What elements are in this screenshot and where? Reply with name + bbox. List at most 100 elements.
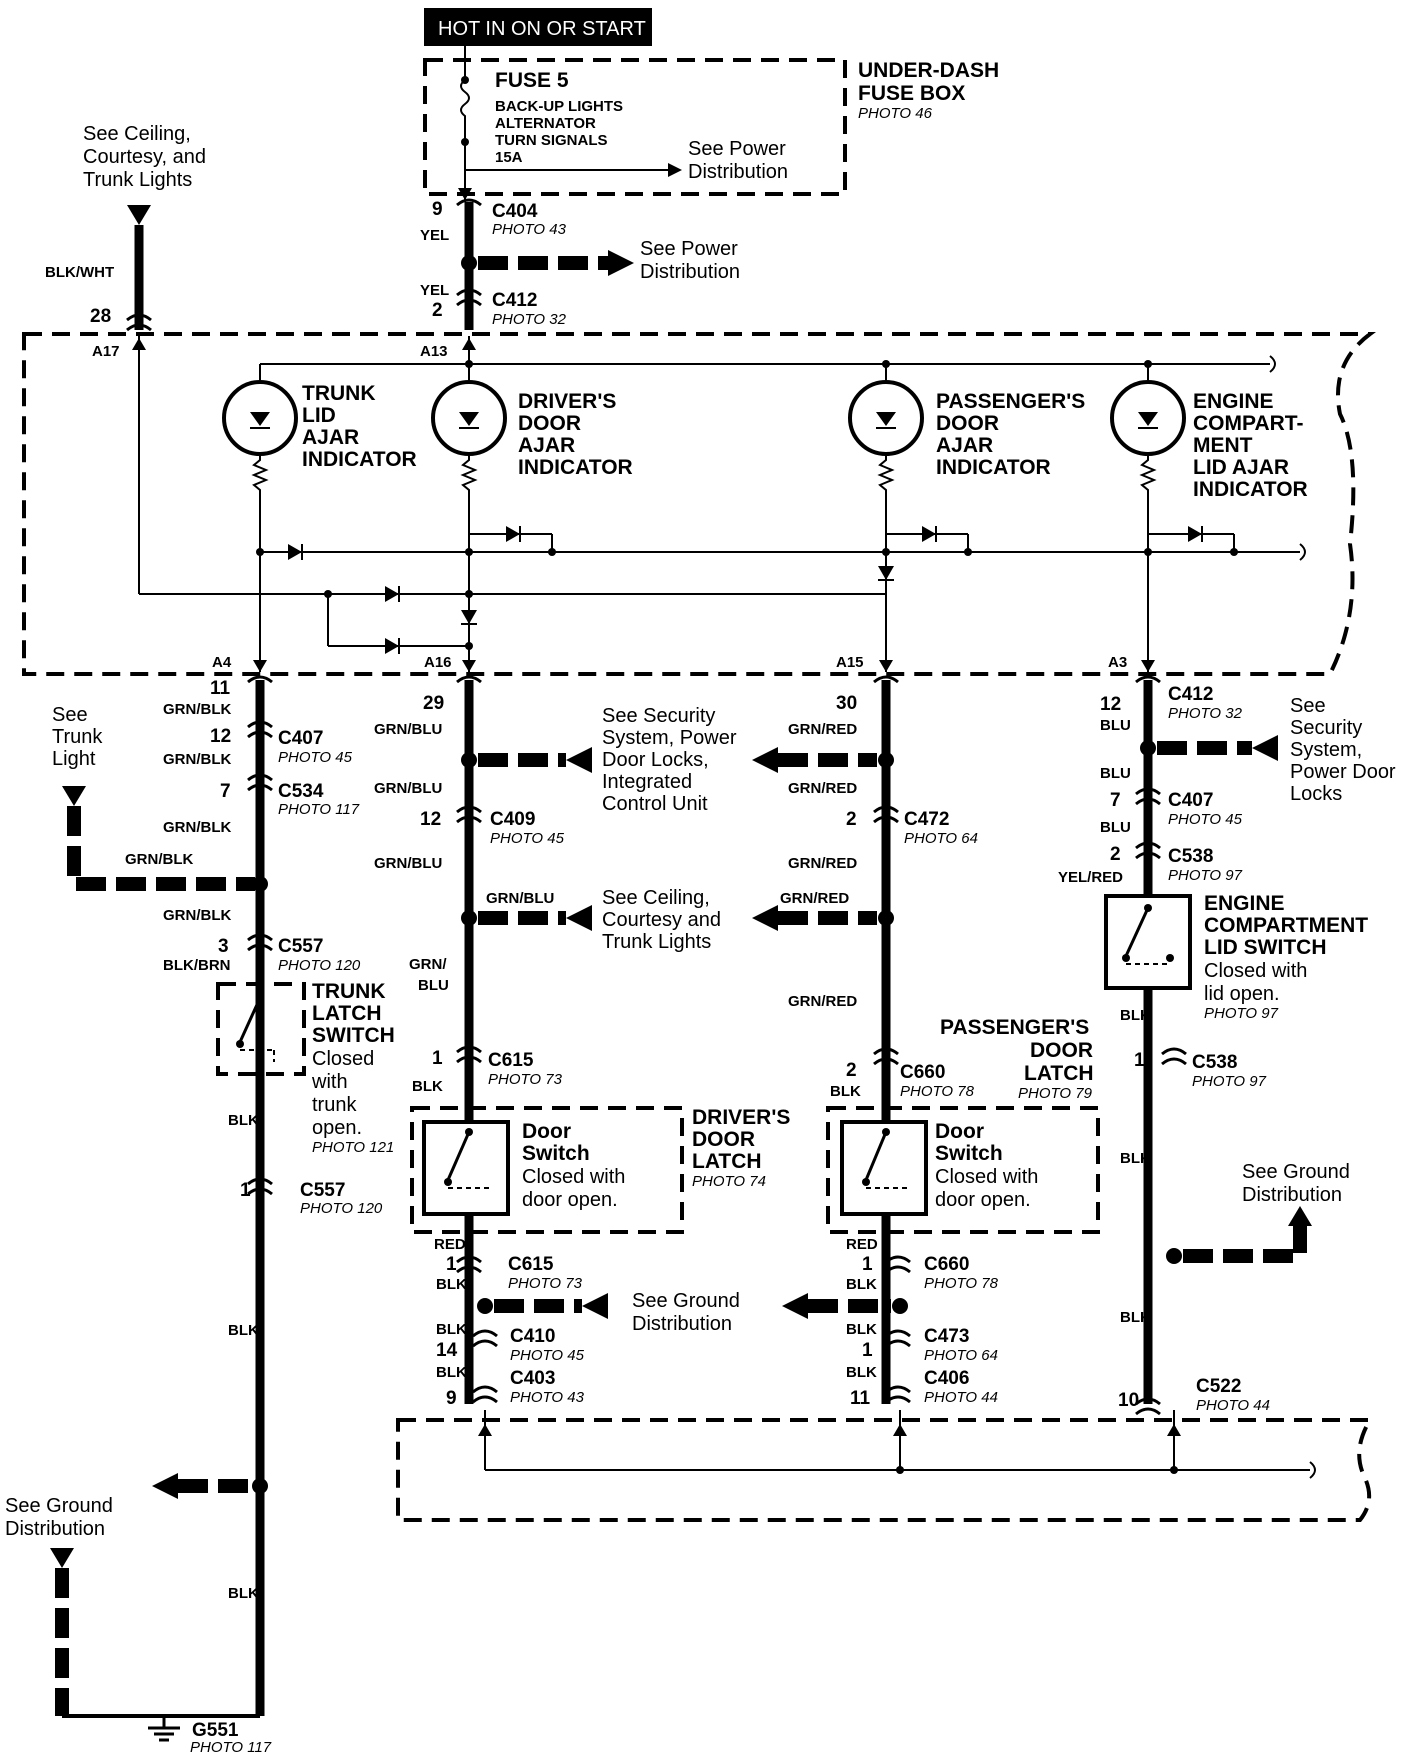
svg-text:Door: Door xyxy=(522,1120,571,1143)
svg-text:12: 12 xyxy=(210,726,231,747)
svg-text:PHOTO 45: PHOTO 45 xyxy=(1168,811,1243,828)
svg-text:7: 7 xyxy=(1110,790,1121,811)
svg-text:BLK: BLK xyxy=(228,1322,259,1339)
arrow-down-icon xyxy=(62,786,86,806)
svg-text:PHOTO 45: PHOTO 45 xyxy=(490,830,565,847)
svg-text:See Ground: See Ground xyxy=(5,1495,113,1517)
diode-icon xyxy=(385,586,399,602)
diode-icon xyxy=(506,526,520,542)
svg-text:Trunk: Trunk xyxy=(52,726,103,748)
switch-icon xyxy=(446,1131,471,1181)
svg-text:BLU: BLU xyxy=(418,977,449,994)
svg-text:GRN/BLU: GRN/BLU xyxy=(374,780,442,797)
svg-text:See Power: See Power xyxy=(640,238,738,260)
svg-text:2: 2 xyxy=(1110,844,1121,865)
svg-text:Closed: Closed xyxy=(312,1048,374,1070)
svg-text:BLK: BLK xyxy=(228,1585,259,1602)
svg-text:Door Locks,: Door Locks, xyxy=(602,749,709,771)
svg-text:C407: C407 xyxy=(278,728,323,749)
svg-text:Integrated: Integrated xyxy=(602,771,692,793)
svg-text:LATCH: LATCH xyxy=(692,1150,762,1173)
svg-text:LID SWITCH: LID SWITCH xyxy=(1204,936,1326,959)
svg-text:GRN/: GRN/ xyxy=(409,956,447,973)
svg-text:PASSENGER'S: PASSENGER'S xyxy=(940,1016,1089,1039)
svg-text:PHOTO 117: PHOTO 117 xyxy=(190,1739,272,1752)
svg-text:C406: C406 xyxy=(924,1368,969,1389)
svg-text:PHOTO 32: PHOTO 32 xyxy=(1168,705,1243,722)
svg-text:C410: C410 xyxy=(510,1326,555,1347)
switch-icon xyxy=(238,997,262,1043)
svg-text:1: 1 xyxy=(862,1254,873,1275)
svg-text:See Ground: See Ground xyxy=(1242,1161,1350,1183)
fuse-rating: 15A xyxy=(495,149,523,166)
svg-text:12: 12 xyxy=(1100,694,1121,715)
svg-text:TRUNK: TRUNK xyxy=(302,382,376,405)
svg-text:INDICATOR: INDICATOR xyxy=(1193,478,1308,501)
svg-text:C660: C660 xyxy=(924,1254,969,1275)
c404-label: C404 xyxy=(492,201,538,222)
svg-text:LATCH: LATCH xyxy=(1024,1062,1094,1085)
svg-text:GRN/BLK: GRN/BLK xyxy=(163,907,231,924)
svg-text:A3: A3 xyxy=(1108,654,1127,671)
svg-text:Distribution: Distribution xyxy=(632,1313,732,1335)
svg-text:LID AJAR: LID AJAR xyxy=(1193,456,1289,479)
svg-text:DRIVER'S: DRIVER'S xyxy=(518,390,616,413)
fuse-box-photo: PHOTO 46 xyxy=(858,105,933,122)
diode-icon xyxy=(1188,526,1202,542)
svg-text:door open.: door open. xyxy=(522,1189,618,1211)
see-power-1b: Distribution xyxy=(688,161,788,183)
svg-text:DRIVER'S: DRIVER'S xyxy=(692,1106,790,1129)
svg-text:12: 12 xyxy=(420,809,441,830)
svg-text:COMPART-: COMPART- xyxy=(1193,412,1303,435)
svg-text:System,: System, xyxy=(1290,739,1362,761)
svg-text:C660: C660 xyxy=(900,1062,945,1083)
svg-text:PHOTO 120: PHOTO 120 xyxy=(278,957,361,974)
svg-text:GRN/RED: GRN/RED xyxy=(788,993,857,1010)
gauge-assembly-outline xyxy=(22,332,1376,676)
svg-text:C403: C403 xyxy=(510,1368,555,1389)
svg-text:Courtesy, and: Courtesy, and xyxy=(83,146,206,168)
svg-text:BLK: BLK xyxy=(846,1364,877,1381)
svg-text:Distribution: Distribution xyxy=(1242,1184,1342,1206)
svg-text:PHOTO 117: PHOTO 117 xyxy=(278,801,360,818)
svg-text:G551: G551 xyxy=(192,1720,239,1741)
svg-text:C538: C538 xyxy=(1192,1052,1237,1073)
svg-text:GRN/BLU: GRN/BLU xyxy=(374,855,442,872)
diode-icon xyxy=(878,566,894,580)
svg-text:RED: RED xyxy=(846,1236,878,1253)
svg-text:AJAR: AJAR xyxy=(302,426,359,449)
c412-top-label: C412 xyxy=(492,290,537,311)
svg-text:See Ceiling,: See Ceiling, xyxy=(83,123,191,145)
svg-text:BLK: BLK xyxy=(1120,1150,1151,1167)
svg-text:LATCH: LATCH xyxy=(312,1002,382,1025)
svg-text:PHOTO 64: PHOTO 64 xyxy=(924,1347,998,1364)
svg-text:Switch: Switch xyxy=(522,1142,590,1165)
diode-icon xyxy=(922,526,936,542)
svg-text:PHOTO 32: PHOTO 32 xyxy=(492,311,567,328)
svg-text:PASSENGER'S: PASSENGER'S xyxy=(936,390,1085,413)
svg-text:GRN/RED: GRN/RED xyxy=(788,721,857,738)
svg-text:YEL: YEL xyxy=(420,227,449,244)
svg-text:Distribution: Distribution xyxy=(640,261,740,283)
svg-text:YEL/RED: YEL/RED xyxy=(1058,869,1123,886)
trunk-latch-switch-outline xyxy=(216,982,306,1076)
arrow-left-icon xyxy=(582,1293,608,1319)
svg-text:1: 1 xyxy=(1134,1050,1145,1071)
svg-text:3: 3 xyxy=(218,936,229,957)
svg-text:BLU: BLU xyxy=(1100,717,1131,734)
arrow-right-icon xyxy=(608,250,634,276)
svg-text:LID: LID xyxy=(302,404,336,427)
svg-text:INDICATOR: INDICATOR xyxy=(936,456,1051,479)
svg-text:Trunk Lights: Trunk Lights xyxy=(602,931,711,953)
arrow-left-icon xyxy=(1252,735,1278,761)
svg-text:C557: C557 xyxy=(278,936,323,957)
svg-text:C472: C472 xyxy=(904,809,949,830)
svg-text:1: 1 xyxy=(862,1340,873,1361)
svg-text:DOOR: DOOR xyxy=(692,1128,755,1151)
arrow-right-icon xyxy=(668,163,682,177)
svg-text:See Ground: See Ground xyxy=(632,1290,740,1312)
svg-text:GRN/BLK: GRN/BLK xyxy=(125,851,193,868)
svg-text:C522: C522 xyxy=(1196,1376,1241,1397)
splice xyxy=(461,255,477,271)
